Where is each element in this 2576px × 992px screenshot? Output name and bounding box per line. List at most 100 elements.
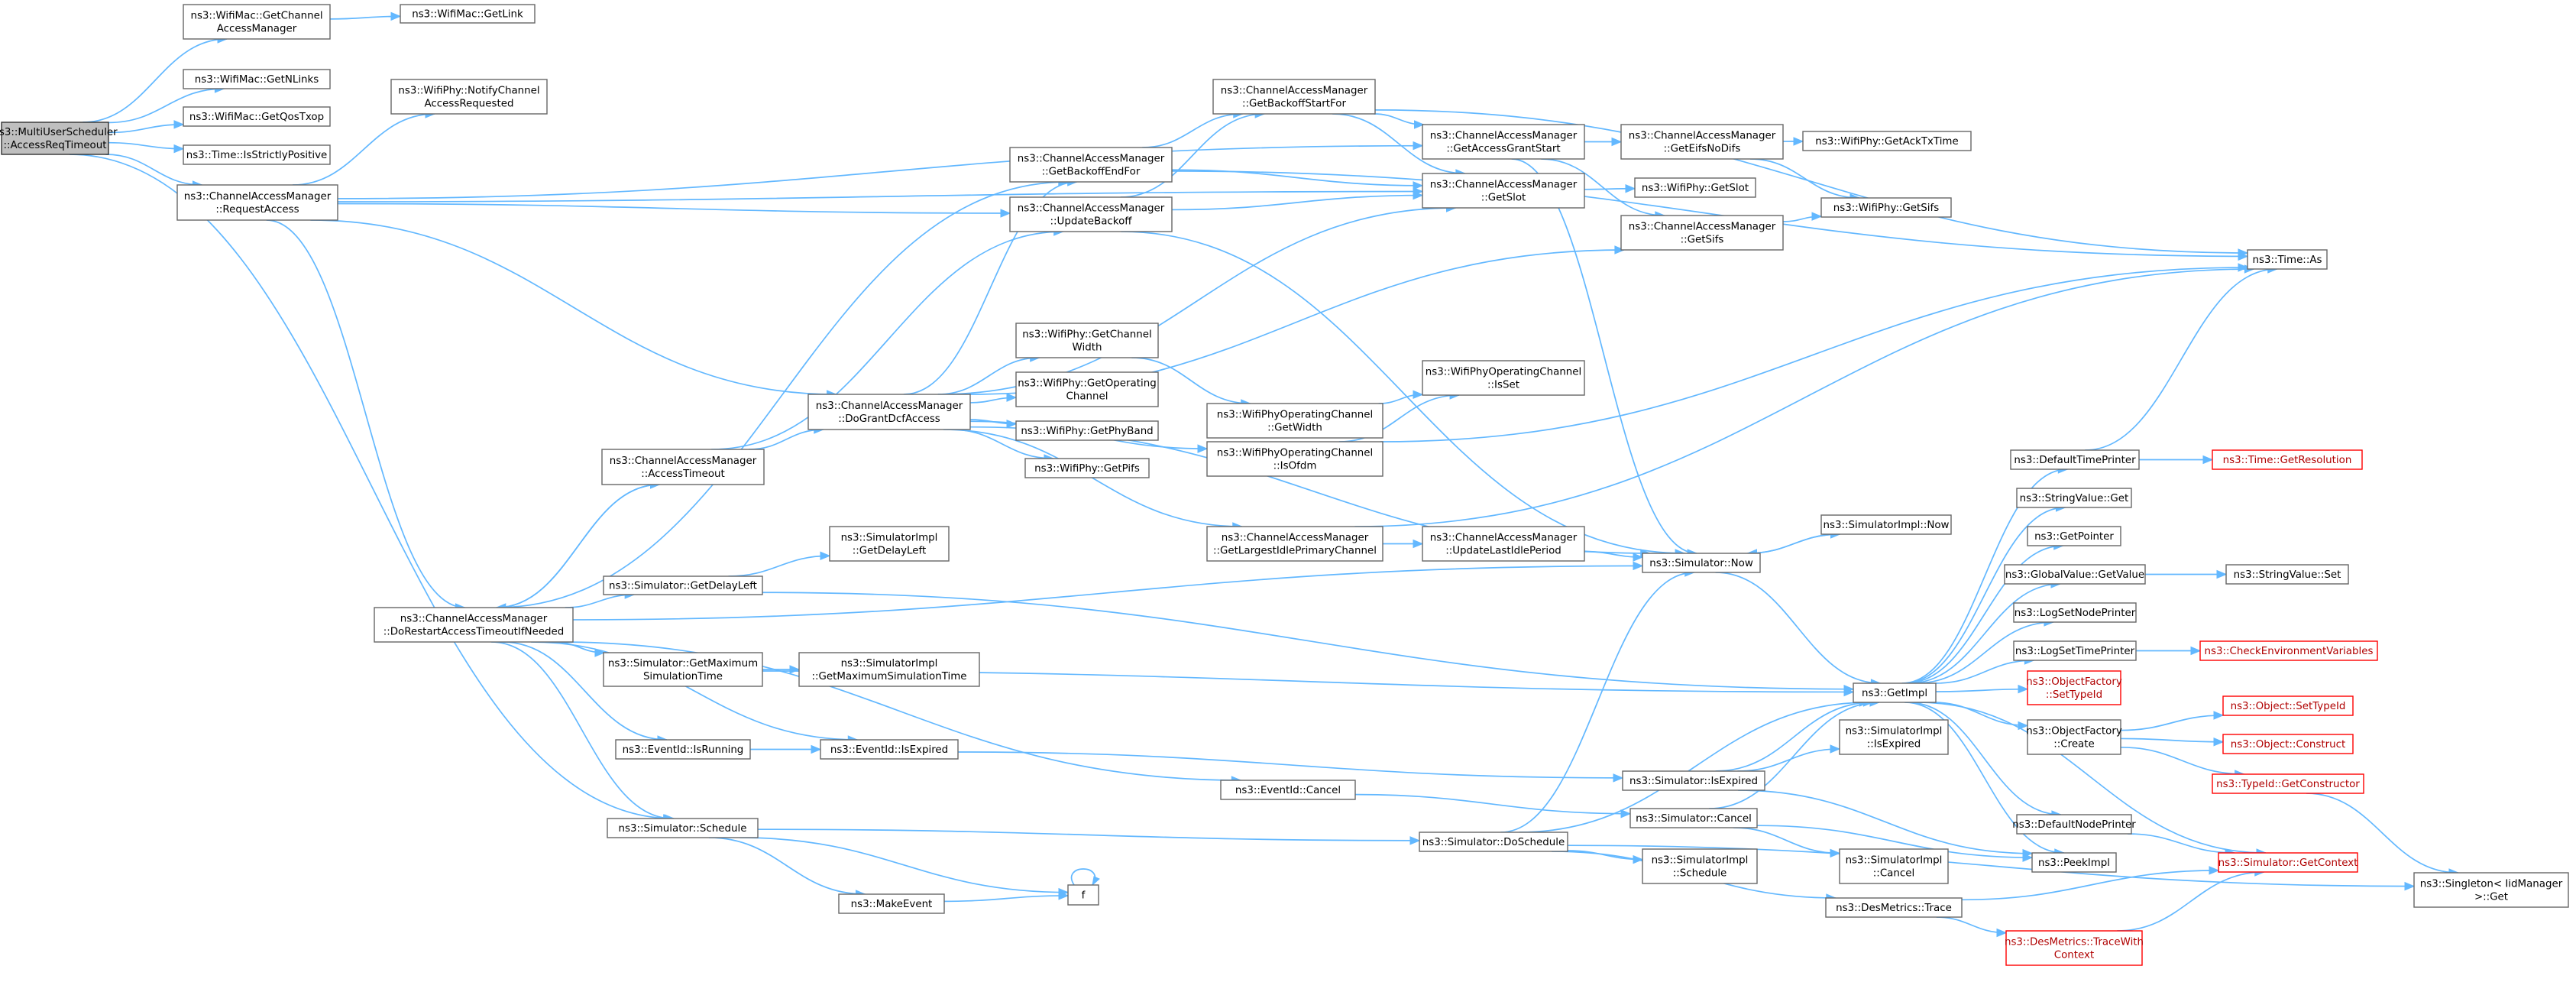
- node-label: ns3::ChannelAccessManager: [184, 191, 332, 203]
- node-getimpl[interactable]: ns3::GetImpl: [1853, 682, 1937, 703]
- node-box: [1422, 526, 1585, 562]
- node-desmetrics[interactable]: ns3::DesMetrics::Trace: [1825, 897, 1963, 918]
- node-strvalset[interactable]: ns3::StringValue::Set: [2225, 564, 2349, 585]
- node-getbackoffstart[interactable]: ns3::ChannelAccessManager::GetBackoffSta…: [1212, 79, 1376, 115]
- node-implisexpired[interactable]: ns3::SimulatorImpl::IsExpired: [1839, 719, 1949, 755]
- node-schedule[interactable]: ns3::Simulator::Schedule: [607, 818, 759, 838]
- node-isrunning[interactable]: ns3::EventId::IsRunning: [615, 739, 751, 760]
- node-defaultnode[interactable]: ns3::DefaultNodePrinter: [2012, 814, 2136, 835]
- node-getpifs[interactable]: ns3::WifiPhy::GetPifs: [1024, 458, 1150, 478]
- edge-simisexpired-to-peekimpl: [1738, 789, 2034, 858]
- node-phygetslot[interactable]: ns3::WifiPhy::GetSlot: [1634, 177, 1756, 198]
- node-isexpired[interactable]: ns3::EventId::IsExpired: [820, 739, 959, 760]
- edge-simcancel-to-peekimpl: [1756, 825, 2034, 862]
- node-label: ns3::Simulator::Schedule: [619, 823, 747, 835]
- edge-getbackoffend-to-cagetslot: [1171, 169, 1424, 190]
- node-peekimpl[interactable]: ns3::PeekImpl: [2031, 852, 2117, 873]
- node-doschedule[interactable]: ns3::Simulator::DoSchedule: [1419, 832, 1568, 852]
- node-label: ns3::WifiPhy::NotifyChannel: [398, 86, 539, 97]
- node-label: ::GetSlot: [1481, 193, 1526, 204]
- node-box: [390, 79, 548, 115]
- node-isofdm[interactable]: ns3::WifiPhyOperatingChannel::IsOfdm: [1206, 441, 1383, 477]
- node-label: SimulationTime: [643, 671, 723, 682]
- node-label: ns3::ObjectFactory: [2026, 676, 2122, 688]
- node-makeevent[interactable]: ns3::MakeEvent: [838, 893, 945, 914]
- node-defaulttime[interactable]: ns3::DefaultTimePrinter: [2010, 449, 2140, 470]
- node-now[interactable]: ns3::Simulator::Now: [1642, 553, 1761, 573]
- node-label: ns3::ChannelAccessManager: [1430, 180, 1578, 191]
- node-label: ::Cancel: [1873, 868, 1914, 880]
- node-simcancel[interactable]: ns3::Simulator::Cancel: [1629, 808, 1758, 828]
- edge-root-to-getqos: [108, 120, 185, 134]
- node-globalget[interactable]: ns3::GlobalValue::GetValue: [2004, 564, 2146, 585]
- node-getcontext[interactable]: ns3::Simulator::GetContext: [2218, 852, 2358, 873]
- node-strvalget[interactable]: ns3::StringValue::Get: [2016, 488, 2132, 508]
- node-label: ns3::ChannelAccessManager: [1629, 131, 1776, 142]
- node-logtime[interactable]: ns3::LogSetTimePrinter: [2013, 640, 2137, 661]
- node-getnlinks[interactable]: ns3::WifiMac::GetNLinks: [183, 69, 331, 89]
- node-label: ns3::Time::IsStrictlyPositive: [186, 150, 328, 161]
- node-objconstruct[interactable]: ns3::Object::Construct: [2222, 734, 2354, 754]
- node-f[interactable]: f: [1067, 884, 1099, 906]
- edge-updatebackoff-to-now: [1121, 231, 1686, 558]
- node-box: [1015, 323, 1159, 358]
- node-label: ns3::ChannelAccessManager: [816, 400, 963, 412]
- node-implnow[interactable]: ns3::SimulatorImpl::Now: [1820, 514, 1952, 535]
- node-timeas[interactable]: ns3::Time::As: [2247, 249, 2328, 270]
- node-getdelay[interactable]: ns3::Simulator::GetDelayLeft: [603, 575, 763, 595]
- node-strict[interactable]: ns3::Time::IsStrictlyPositive: [183, 144, 331, 165]
- node-implgetdelay[interactable]: ns3::SimulatorImpl::GetDelayLeft: [829, 526, 950, 562]
- node-updatelastidle[interactable]: ns3::ChannelAccessManager::UpdateLastIdl…: [1422, 526, 1585, 562]
- node-root[interactable]: ns3::MultiUserScheduler::AccessReqTimeou…: [0, 122, 118, 155]
- node-getpointer[interactable]: ns3::GetPointer: [2027, 526, 2121, 546]
- node-phygetsifs[interactable]: ns3::WifiPhy::GetSifs: [1820, 197, 1952, 218]
- node-reqacc[interactable]: ns3::ChannelAccessManager::RequestAccess: [176, 184, 338, 221]
- node-box: [183, 144, 331, 165]
- node-isset[interactable]: ns3::WifiPhyOperatingChannel::IsSet: [1422, 360, 1585, 396]
- node-box: [1620, 215, 1784, 251]
- node-settypeid[interactable]: ns3::ObjectFactory::SetTypeId: [2026, 670, 2122, 705]
- edge-now-to-getimpl: [1715, 572, 1882, 688]
- node-implcancel[interactable]: ns3::SimulatorImpl::Cancel: [1839, 848, 1949, 884]
- node-geteifs[interactable]: ns3::ChannelAccessManager::GetEifsNoDifs: [1620, 124, 1784, 160]
- node-acctimeout[interactable]: ns3::ChannelAccessManager::AccessTimeout: [601, 449, 765, 485]
- node-getlink[interactable]: ns3::WifiMac::GetLink: [400, 4, 536, 24]
- node-getaccgrant[interactable]: ns3::ChannelAccessManager::GetAccessGran…: [1422, 124, 1585, 160]
- node-getphyband[interactable]: ns3::WifiPhy::GetPhyBand: [1015, 420, 1159, 441]
- node-label: ::GetDelayLeft: [853, 546, 926, 557]
- node-objsettype[interactable]: ns3::Object::SetTypeId: [2222, 695, 2354, 716]
- node-getconstructor[interactable]: ns3::TypeId::GetConstructor: [2212, 773, 2364, 794]
- node-getresolution[interactable]: ns3::Time::GetResolution: [2212, 449, 2363, 470]
- node-checkenv[interactable]: ns3::CheckEnvironmentVariables: [2199, 640, 2378, 661]
- node-implschedule[interactable]: ns3::SimulatorImpl::Schedule: [1642, 848, 1758, 884]
- node-ofcreate[interactable]: ns3::ObjectFactory::Create: [2026, 719, 2122, 755]
- node-implgetmax[interactable]: ns3::SimulatorImpl::GetMaximumSimulation…: [798, 652, 980, 687]
- node-cagetslot[interactable]: ns3::ChannelAccessManager::GetSlot: [1422, 173, 1585, 209]
- node-lognode[interactable]: ns3::LogSetNodePrinter: [2013, 602, 2137, 623]
- node-box: [1206, 526, 1383, 562]
- node-simisexpired[interactable]: ns3::Simulator::IsExpired: [1622, 770, 1765, 791]
- node-getbackoffend[interactable]: ns3::ChannelAccessManager::GetBackoffEnd…: [1009, 147, 1173, 183]
- node-getmax[interactable]: ns3::Simulator::GetMaximumSimulationTime: [603, 652, 763, 687]
- node-getacktx[interactable]: ns3::WifiPhy::GetAckTxTime: [1802, 131, 1972, 151]
- node-label: ns3::WifiMac::GetLink: [412, 9, 523, 21]
- node-label: ns3::WifiPhy::GetPhyBand: [1021, 426, 1153, 437]
- node-opgetwidth[interactable]: ns3::WifiPhyOperatingChannel::GetWidth: [1206, 403, 1383, 439]
- edge-dogrant-to-cagetslot: [937, 203, 1457, 395]
- node-evcancel[interactable]: ns3::EventId::Cancel: [1220, 780, 1356, 800]
- node-box: [183, 4, 331, 40]
- node-dogrant[interactable]: ns3::ChannelAccessManager::DoGrantDcfAcc…: [807, 394, 971, 430]
- node-getlargest[interactable]: ns3::ChannelAccessManager::GetLargestIdl…: [1206, 526, 1383, 562]
- node-notify[interactable]: ns3::WifiPhy::NotifyChannelAccessRequest…: [390, 79, 548, 115]
- node-getqos[interactable]: ns3::WifiMac::GetQosTxop: [183, 106, 331, 127]
- node-label: ns3::ChannelAccessManager: [1018, 154, 1165, 165]
- node-restart[interactable]: ns3::ChannelAccessManager::DoRestartAcce…: [374, 607, 574, 643]
- edge-getbackoffstart-to-getaccgrant: [1374, 113, 1425, 129]
- node-singleton[interactable]: ns3::Singleton< IidManager>::Get: [2413, 872, 2569, 908]
- node-updatebackoff[interactable]: ns3::ChannelAccessManager::UpdateBackoff: [1009, 196, 1173, 232]
- node-cagetsifs[interactable]: ns3::ChannelAccessManager::GetSifs: [1620, 215, 1784, 251]
